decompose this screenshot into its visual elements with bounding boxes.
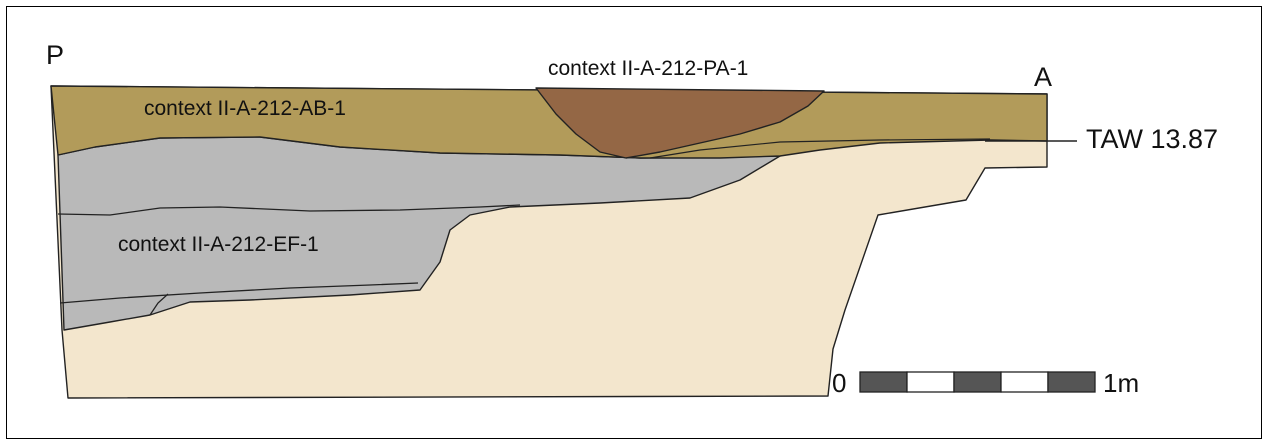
scale-segment-2	[906, 371, 955, 393]
scale-end-label: 1m	[1103, 368, 1140, 398]
corner-label-right: A	[1034, 62, 1053, 92]
pit-layer-pa	[535, 87, 825, 159]
context-ab-label: context II-A-212-AB-1	[144, 97, 346, 120]
scale-segment-5	[1047, 371, 1096, 393]
grey-boundary-lower	[149, 293, 169, 316]
context-ef-label: context II-A-212-EF-1	[118, 233, 319, 256]
scale-segment-4	[1000, 371, 1049, 393]
context-pa-label: context II-A-212-PA-1	[548, 57, 749, 80]
scale-start-label: 0	[832, 368, 847, 398]
scale-segment-1	[859, 371, 908, 393]
grey-boundary-upper	[57, 204, 521, 216]
scale-bar	[859, 371, 1096, 393]
topsoil-internal-line	[649, 138, 991, 159]
corner-label-left: P	[46, 40, 65, 70]
taw-elevation-label: TAW 13.87	[1086, 124, 1219, 154]
grey-boundary-mid	[59, 282, 419, 304]
scale-segment-3	[953, 371, 1002, 393]
